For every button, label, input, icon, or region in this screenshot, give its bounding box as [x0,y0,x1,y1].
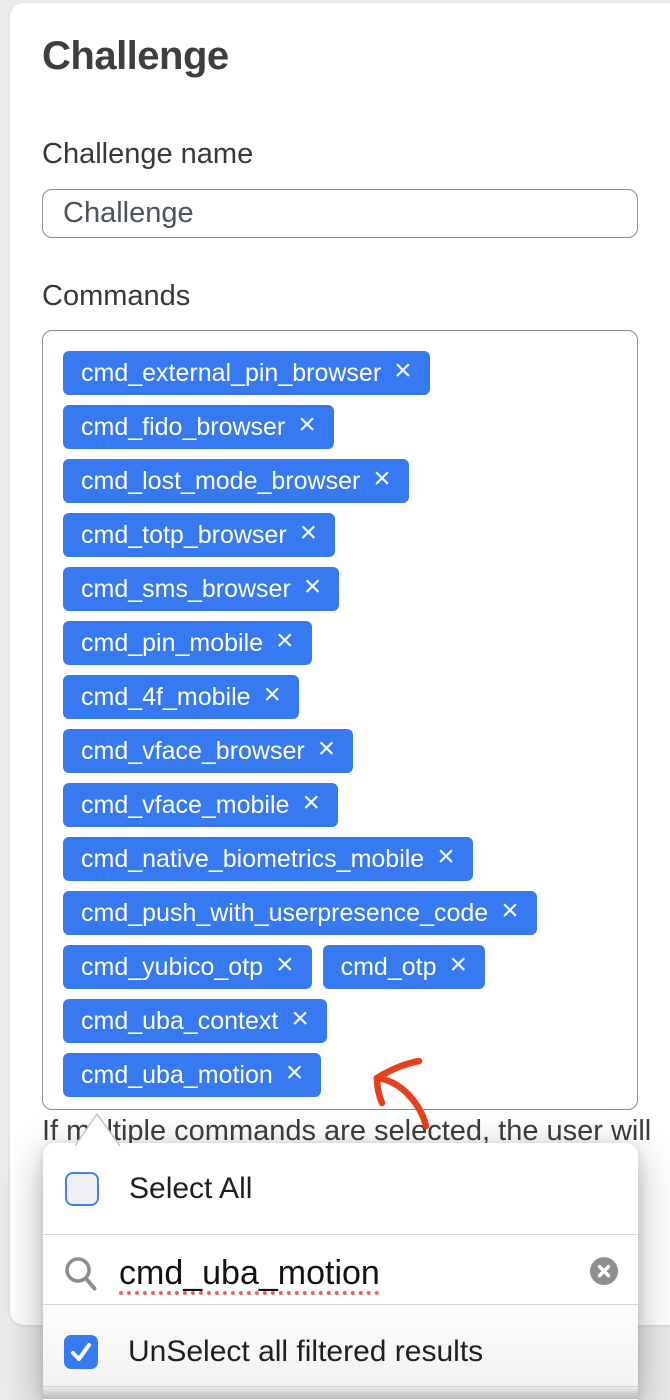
dropdown-search[interactable]: cmd_uba_motion [43,1235,638,1304]
commands-multiselect[interactable]: cmd_external_pin_browser×cmd_fido_browse… [42,330,638,1110]
command-chip[interactable]: cmd_totp_browser × [63,513,336,557]
chip-remove-icon[interactable]: × [501,894,519,927]
chip-remove-icon[interactable]: × [317,732,336,765]
chip-label: cmd_pin_mobile [81,628,264,657]
challenge-name-label: Challenge name [42,138,254,170]
select-all-checkbox[interactable] [65,1171,99,1206]
command-chip[interactable]: cmd_fido_browser × [63,405,334,449]
command-chip[interactable]: cmd_otp × [322,945,486,989]
command-chip[interactable]: cmd_pin_mobile × [63,621,312,665]
panel-bottom-shade [43,1386,638,1399]
divider [43,1304,638,1305]
search-input-text[interactable]: cmd_uba_motion [119,1254,380,1292]
chip-label: cmd_totp_browser [81,520,287,549]
chip-label: cmd_native_biometrics_mobile [81,844,425,873]
search-icon [65,1256,97,1290]
commands-helper-text: If multiple commands are selected, the u… [42,1115,650,1147]
command-chip[interactable]: cmd_vface_mobile × [63,783,338,827]
chip-label: cmd_yubico_otp [81,952,264,981]
divider [43,1234,638,1235]
chip-label: cmd_vface_browser [81,736,305,765]
unselect-filtered-checkbox[interactable] [64,1335,98,1369]
chip-label: cmd_lost_mode_browser [81,466,361,495]
command-chip[interactable]: cmd_sms_browser × [63,567,340,611]
chip-remove-icon[interactable]: × [276,624,294,657]
chip-remove-icon[interactable]: × [303,570,322,603]
chip-label: cmd_push_with_userpresence_code [81,898,489,927]
chip-label: cmd_fido_browser [81,412,286,441]
chip-remove-icon[interactable]: × [263,678,282,711]
annotation-arrow-icon [373,1057,430,1130]
chip-remove-icon[interactable]: × [394,354,412,387]
chip-label: cmd_4f_mobile [81,682,251,711]
command-chip[interactable]: cmd_uba_motion × [63,1053,322,1097]
clear-search-button[interactable] [590,1256,618,1285]
chip-remove-icon[interactable]: × [298,408,316,441]
page-title: Challenge [42,34,229,78]
commands-dropdown: Select All cmd_uba_motion UnSelect all f… [43,1143,638,1400]
chip-label: cmd_otp [340,952,437,981]
unselect-filtered-label: UnSelect all filtered results [128,1335,484,1368]
clear-icon [597,1264,611,1277]
commands-label: Commands [42,280,191,312]
chip-label: cmd_uba_context [81,1006,279,1035]
command-chip[interactable]: cmd_vface_browser × [63,729,354,773]
chip-label: cmd_sms_browser [81,574,291,603]
chip-label: cmd_vface_mobile [81,790,290,819]
chip-remove-icon[interactable]: × [299,516,318,549]
challenge-name-input[interactable] [42,189,638,238]
chip-label: cmd_external_pin_browser [81,358,382,387]
chip-remove-icon[interactable]: × [291,1002,309,1035]
chip-label: cmd_uba_motion [81,1060,273,1089]
chip-remove-icon[interactable]: × [437,840,455,873]
command-chip[interactable]: cmd_uba_context × [63,999,327,1043]
chip-remove-icon[interactable]: × [285,1056,304,1089]
command-chip[interactable]: cmd_push_with_userpresence_code × [63,891,537,935]
command-chip[interactable]: cmd_native_biometrics_mobile × [63,837,473,881]
chip-remove-icon[interactable]: × [373,462,391,495]
checkmark-icon [71,1343,91,1361]
select-all-label: Select All [129,1171,253,1205]
chip-remove-icon[interactable]: × [449,948,468,981]
command-chip[interactable]: cmd_external_pin_browser × [63,351,430,395]
select-all-option[interactable]: Select All [43,1143,638,1234]
dropdown-caret-icon [74,1112,121,1147]
command-chip[interactable]: cmd_4f_mobile × [63,675,300,719]
command-chip[interactable]: cmd_yubico_otp × [63,945,312,989]
chip-remove-icon[interactable]: × [276,948,294,981]
command-chip[interactable]: cmd_lost_mode_browser × [63,459,409,503]
chip-remove-icon[interactable]: × [302,786,320,819]
unselect-filtered-option[interactable]: UnSelect all filtered results [43,1305,638,1399]
